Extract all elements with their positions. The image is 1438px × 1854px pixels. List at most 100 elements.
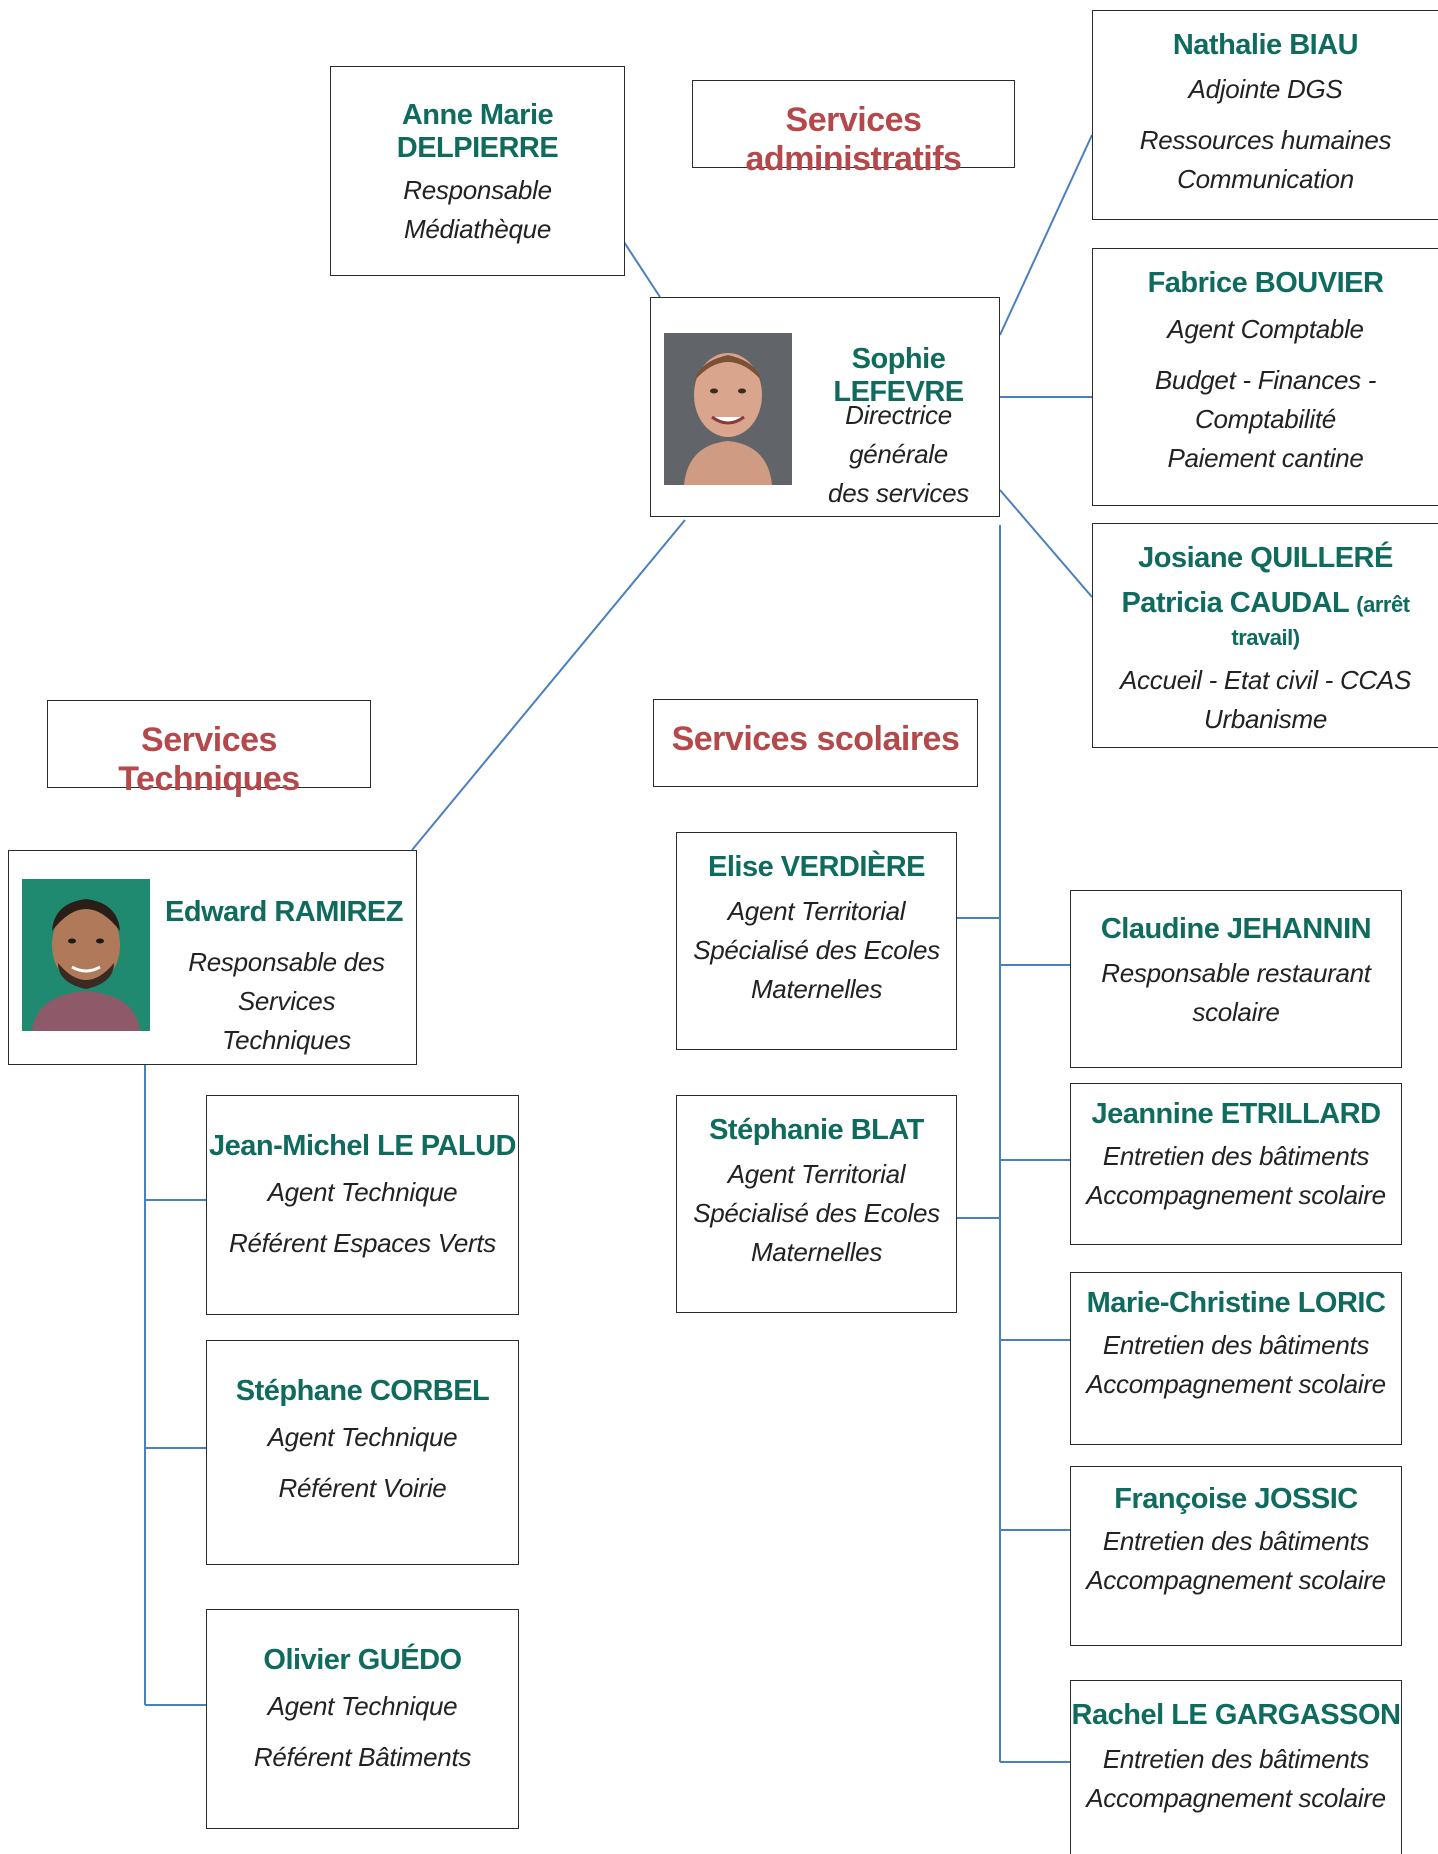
connector-mediatheque	[623, 241, 661, 298]
section-title: Services Techniques	[118, 721, 300, 798]
person-name: Rachel LE GARGASSON	[1071, 1699, 1401, 1731]
card-verdiere: Elise VERDIÈRE Agent Territorial Spécial…	[676, 832, 957, 1050]
role-line: Agent Technique	[267, 1422, 458, 1452]
role-line: Agent Territorial	[727, 1159, 906, 1189]
role-line: Agent Technique	[267, 1177, 458, 1207]
section-admin-label-box: Services administratifs	[692, 80, 1015, 178]
person-name: Claudine JEHANNIN	[1100, 913, 1372, 945]
role-line: Responsable des Services	[188, 947, 385, 1016]
person-role: Agent Technique Référent Bâtiments	[207, 1687, 518, 1777]
card-guedo: Olivier GUÉDO Agent Technique Référent B…	[206, 1609, 519, 1829]
card-jossic: Françoise JOSSIC Entretien des bâtiments…	[1070, 1466, 1402, 1646]
connector-accueil	[999, 489, 1093, 598]
role-line: Entretien des bâtiments	[1102, 1330, 1370, 1360]
role-line: des services	[828, 478, 969, 508]
person-role: Directrice générale des services	[796, 396, 1001, 513]
person-role: Agent Technique Référent Espaces Verts	[207, 1173, 518, 1263]
person-role: Entretien des bâtiments Accompagnement s…	[1071, 1522, 1401, 1600]
person-name: Marie-Christine LORIC	[1086, 1287, 1386, 1319]
person-name: Stéphanie BLAT	[709, 1114, 924, 1146]
person-role: Responsable des Services Techniques	[154, 943, 419, 1060]
person-name: Olivier GUÉDO	[263, 1644, 462, 1676]
card-bouvier: Fabrice BOUVIER Agent Comptable Budget -…	[1092, 248, 1438, 506]
role-line: Maternelles	[750, 1237, 883, 1267]
role-line: Communication	[1177, 164, 1354, 194]
person-role: Entretien des bâtiments Accompagnement s…	[1071, 1740, 1401, 1818]
person-name: Anne Marie DELPIERRE	[396, 99, 559, 164]
person-role: Accueil - Etat civil - CCAS Urbanisme	[1093, 661, 1438, 739]
card-lepalud: Jean-Michel LE PALUD Agent Technique Réf…	[206, 1095, 519, 1315]
person-role: Entretien des bâtiments Accompagnement s…	[1071, 1326, 1401, 1404]
person-role: Responsable restaurant scolaire	[1071, 954, 1401, 1032]
portrait-icon	[664, 333, 792, 485]
person-name: Jeannine ETRILLARD	[1091, 1098, 1381, 1130]
person-role: Agent Territorial Spécialisé des Ecoles …	[677, 892, 956, 1009]
role-line: Agent Territorial	[727, 896, 906, 926]
person-name: Fabrice BOUVIER	[1147, 267, 1384, 299]
role-line: Agent Comptable	[1167, 314, 1364, 344]
avatar-ramirez	[22, 879, 150, 1031]
role-line: Spécialisé des Ecoles	[693, 935, 940, 965]
role-line: Accompagnement scolaire	[1086, 1369, 1386, 1399]
section-title: Services scolaires	[671, 720, 960, 758]
role-line: Entretien des bâtiments	[1102, 1526, 1370, 1556]
card-corbel: Stéphane CORBEL Agent Technique Référent…	[206, 1340, 519, 1565]
person-name-text: Patricia CAUDAL	[1121, 587, 1349, 619]
role-line: Accompagnement scolaire	[1086, 1783, 1386, 1813]
person-name: Sophie LEFEVRE	[833, 343, 964, 408]
portrait-icon	[22, 879, 150, 1031]
person-name: Josiane QUILLERÉ	[1138, 542, 1393, 574]
role-line: Référent Voirie	[278, 1473, 447, 1503]
card-mediatheque: Anne Marie DELPIERRE Responsable Médiath…	[330, 66, 625, 276]
person-name-2: Patricia CAUDAL (arrêt travail)	[1093, 587, 1438, 653]
person-name: Françoise JOSSIC	[1114, 1483, 1358, 1515]
role-line: Techniques	[221, 1025, 352, 1055]
role-line: Agent Technique	[267, 1691, 458, 1721]
role-line: Adjointe DGS	[1188, 74, 1343, 104]
role-line: Urbanisme	[1203, 704, 1327, 734]
person-role: Adjointe DGS Ressources humaines Communi…	[1093, 70, 1438, 199]
connector-biau	[999, 134, 1093, 336]
avatar-dgs	[664, 333, 792, 485]
role-line: Budget - Finances - Comptabilité	[1154, 365, 1377, 434]
card-jehannin: Claudine JEHANNIN Responsable restaurant…	[1070, 890, 1402, 1068]
role-line: Accompagnement scolaire	[1086, 1180, 1386, 1210]
person-name: Edward RAMIREZ	[165, 896, 403, 928]
person-role: Agent Territorial Spécialisé des Ecoles …	[677, 1155, 956, 1272]
person-name: Stéphane CORBEL	[235, 1375, 490, 1407]
role-line: Médiathèque	[403, 214, 552, 244]
role-line: Directrice générale	[845, 400, 952, 469]
role-line: Accueil - Etat civil - CCAS	[1120, 665, 1411, 695]
role-line: Paiement cantine	[1167, 443, 1364, 473]
role-line: Responsable	[403, 175, 552, 205]
role-line: Référent Espaces Verts	[228, 1228, 496, 1258]
card-legargasson: Rachel LE GARGASSON Entretien des bâtime…	[1070, 1680, 1402, 1854]
role-line: Maternelles	[750, 974, 883, 1004]
person-role: Agent Comptable Budget - Finances - Comp…	[1093, 310, 1438, 478]
card-etrillard: Jeannine ETRILLARD Entretien des bâtimen…	[1070, 1083, 1402, 1245]
person-name: Elise VERDIÈRE	[707, 851, 926, 883]
person-name: Jean-Michel LE PALUD	[209, 1130, 516, 1162]
connector-ramirez	[411, 519, 686, 851]
role-line: Accompagnement scolaire	[1086, 1565, 1386, 1595]
card-dgs: Sophie LEFEVRE Directrice générale des s…	[650, 297, 1000, 517]
card-loric: Marie-Christine LORIC Entretien des bâti…	[1070, 1272, 1402, 1445]
card-ramirez: Edward RAMIREZ Responsable des Services …	[8, 850, 417, 1065]
person-role: Responsable Médiathèque	[331, 171, 624, 249]
person-name: Nathalie BIAU	[1172, 29, 1359, 61]
role-line: Responsable restaurant	[1101, 958, 1371, 988]
role-line: Entretien des bâtiments	[1102, 1141, 1370, 1171]
person-role: Entretien des bâtiments Accompagnement s…	[1071, 1137, 1401, 1215]
role-line: Référent Bâtiments	[253, 1742, 472, 1772]
role-line: Entretien des bâtiments	[1102, 1744, 1370, 1774]
card-blat: Stéphanie BLAT Agent Territorial Spécial…	[676, 1095, 957, 1313]
section-school-label-box: Services scolaires	[653, 699, 978, 787]
role-line: Spécialisé des Ecoles	[693, 1198, 940, 1228]
role-line: scolaire	[1192, 997, 1280, 1027]
status-note: (arrêt travail)	[1231, 592, 1410, 650]
section-tech-label-box: Services Techniques	[47, 700, 371, 798]
person-role: Agent Technique Référent Voirie	[207, 1418, 518, 1508]
role-line: Ressources humaines	[1139, 125, 1392, 155]
